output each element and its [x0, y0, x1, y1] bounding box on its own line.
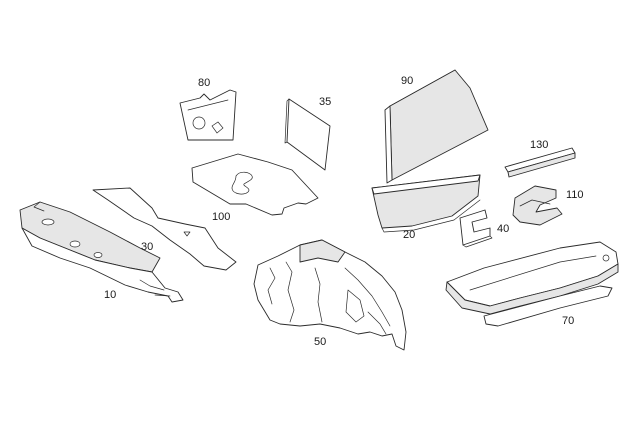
label-20: 20 — [403, 229, 416, 241]
label-130: 130 — [530, 139, 549, 151]
part-80-panel[interactable] — [179, 89, 237, 141]
part-30-strip[interactable] — [92, 187, 237, 271]
part-35-square-pad[interactable] — [284, 98, 331, 171]
label-10: 10 — [104, 289, 117, 301]
label-30: 30 — [141, 241, 154, 253]
label-40: 40 — [497, 223, 510, 235]
label-100: 100 — [212, 211, 231, 223]
label-50: 50 — [314, 336, 327, 348]
part-100-mat[interactable] — [191, 153, 319, 216]
part-40-c-pad[interactable] — [459, 209, 493, 248]
part-20-curved-panel[interactable] — [371, 174, 481, 233]
part-70-floor-tray[interactable] — [445, 241, 619, 327]
part-10-dash-mat[interactable] — [19, 201, 184, 303]
part-130-bar[interactable] — [504, 147, 576, 178]
label-70: 70 — [562, 315, 575, 327]
part-90-wedge-pad[interactable] — [384, 69, 489, 184]
part-50-wheel-liner[interactable] — [253, 239, 407, 351]
label-35: 35 — [319, 96, 332, 108]
label-90: 90 — [401, 75, 414, 87]
label-110: 110 — [566, 189, 584, 201]
part-110-clip[interactable] — [512, 185, 563, 226]
label-80: 80 — [198, 77, 211, 89]
